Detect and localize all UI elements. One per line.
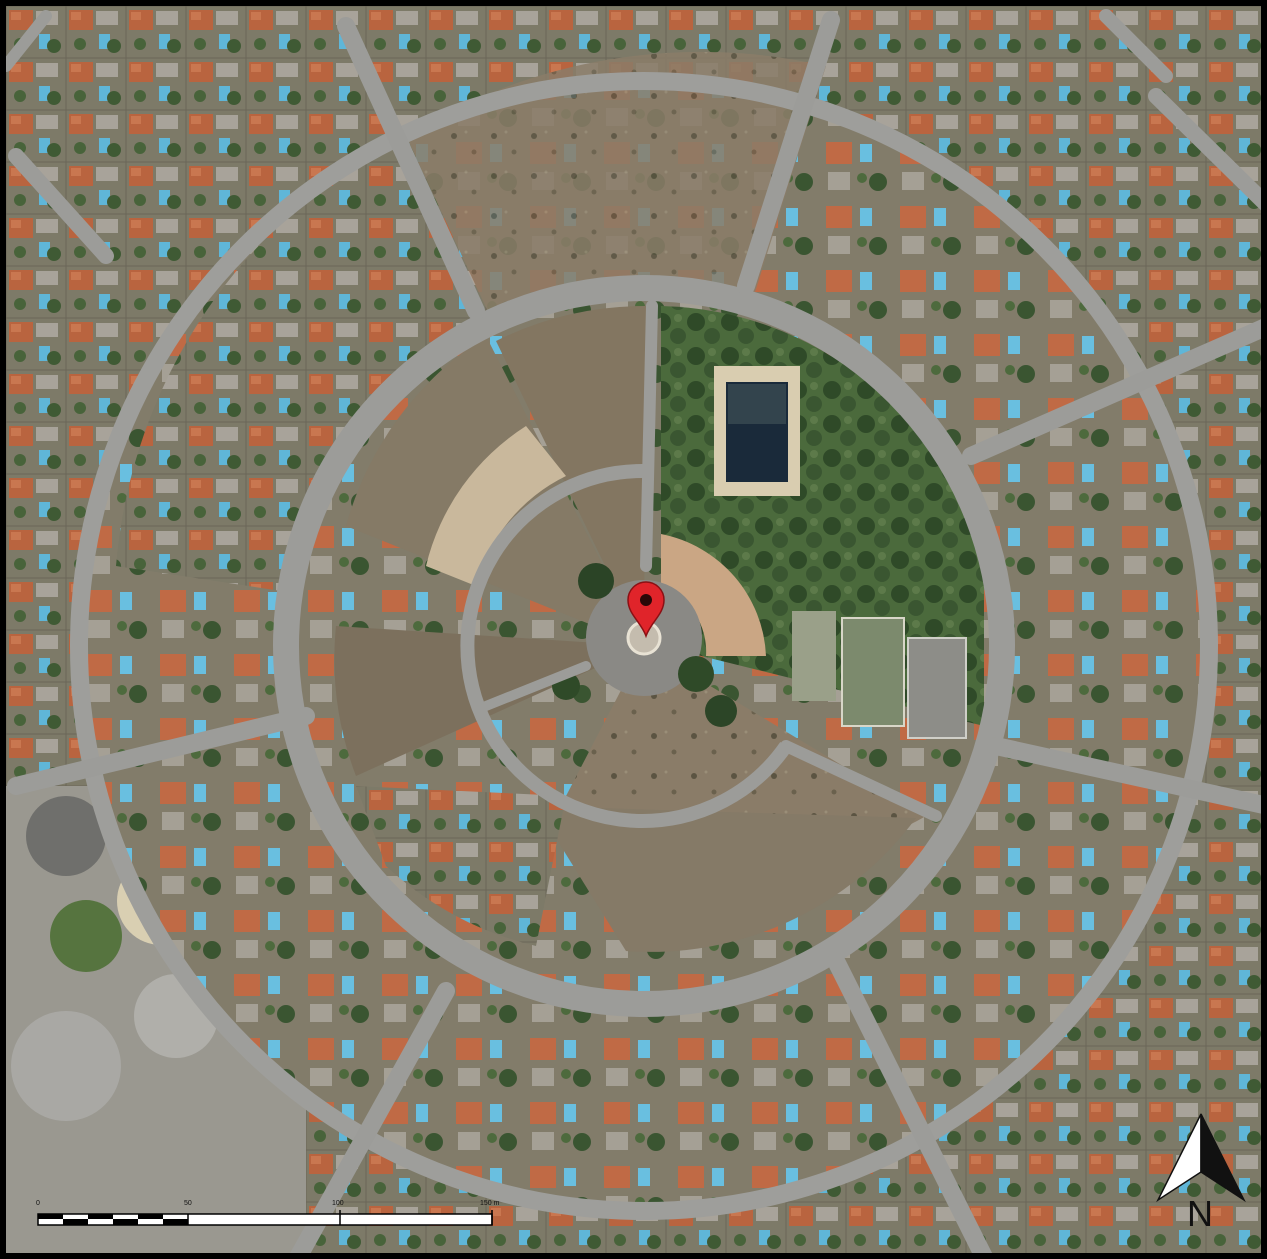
scale-label-100: 100 bbox=[332, 1200, 344, 1207]
location-pin-icon[interactable] bbox=[627, 581, 665, 639]
scale-label-0: 0 bbox=[36, 1200, 40, 1207]
scale-label-150: 150 m bbox=[480, 1200, 500, 1207]
north-arrow-icon bbox=[1156, 1113, 1246, 1203]
scale-label-50: 50 bbox=[184, 1200, 192, 1207]
aerial-map[interactable] bbox=[6, 6, 1267, 1259]
north-label: N bbox=[1187, 1193, 1213, 1234]
scale-bar: 0 50 100 150 m bbox=[32, 1200, 502, 1232]
scale-bar-graphic bbox=[37, 1210, 493, 1226]
